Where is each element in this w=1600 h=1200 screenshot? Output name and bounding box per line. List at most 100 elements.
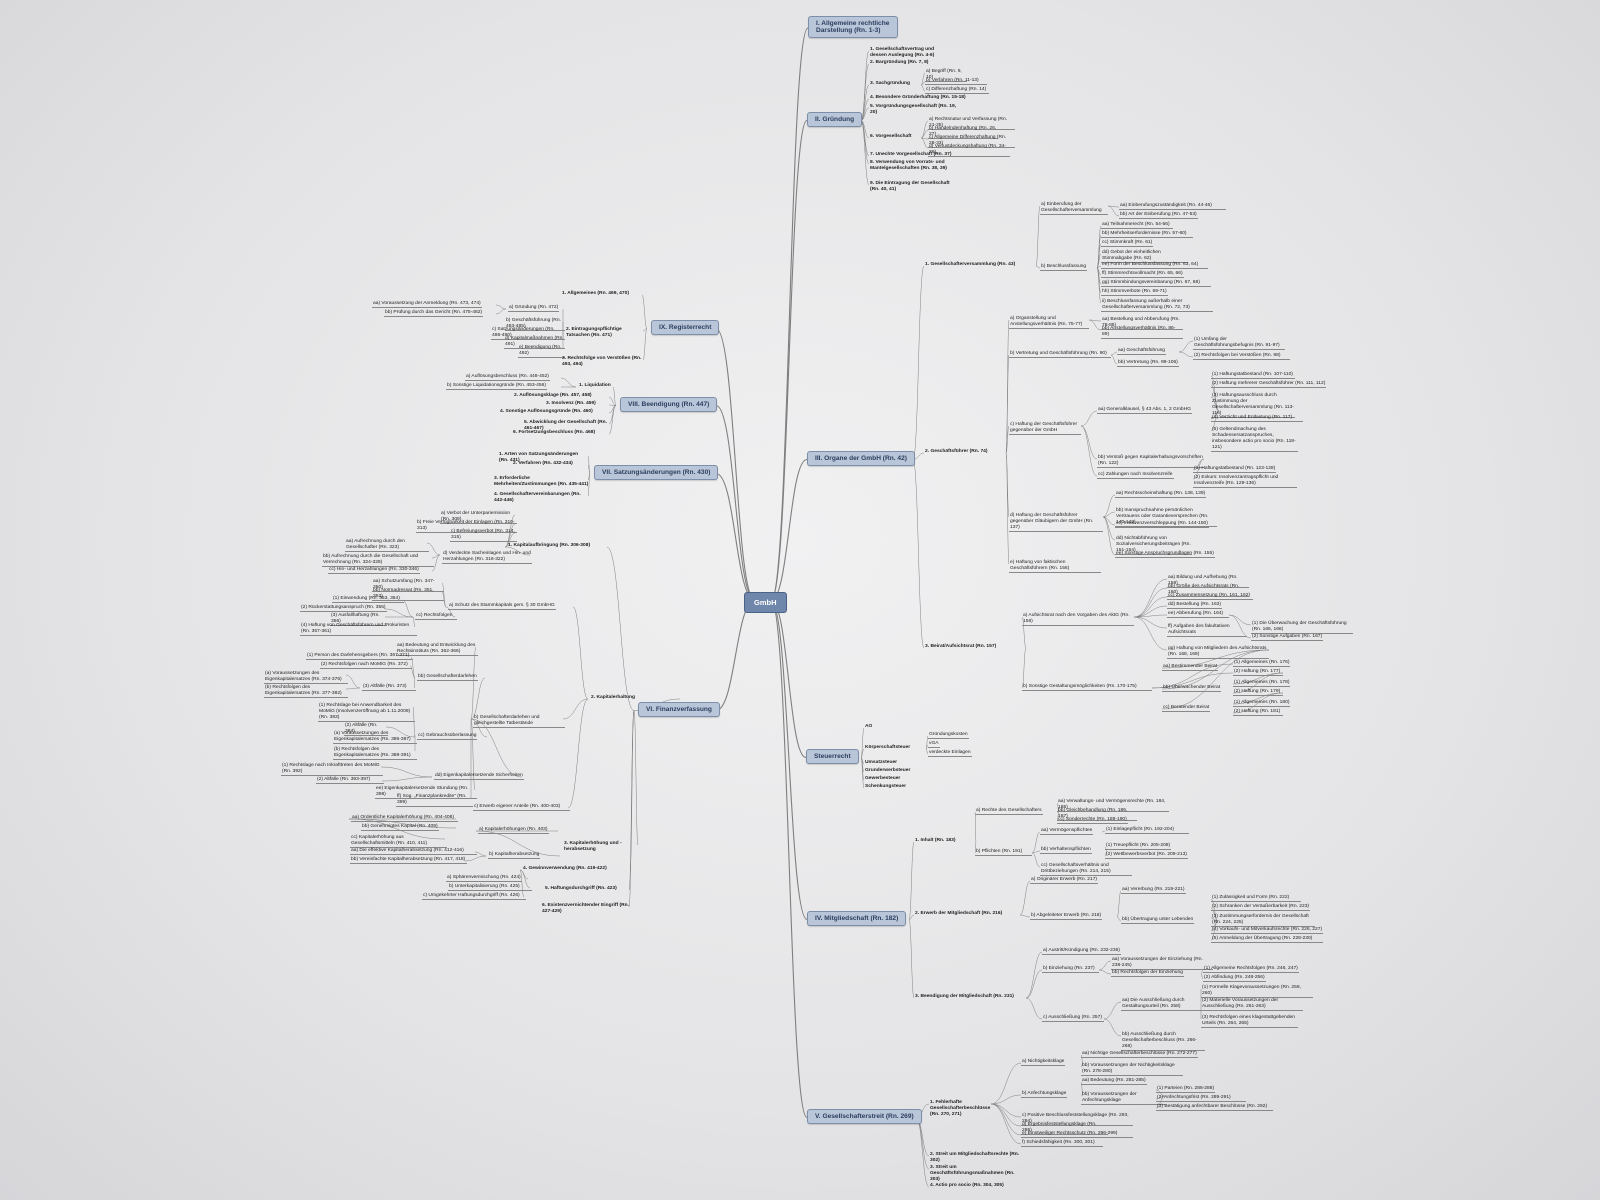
node-ee-eigenkapitalersetzende-stundung-rn-39[interactable]: ee) Eigenkapitalersetzende Stundung (Rn.… xyxy=(375,786,477,799)
node-aa-voraussetzung-der-anmeldung-rn-473-47[interactable]: aa) Voraussetzung der Anmeldung (Rn. 473… xyxy=(372,301,482,308)
node-b-pflichten-rn-191[interactable]: b) Pflichten (Rn. 191) xyxy=(975,849,1032,856)
node-gg-stimmbindungsvereinbarung-rn-67-68[interactable]: gg) Stimmbindungsvereinbarung (Rn. 67, 6… xyxy=(1101,280,1211,287)
node-1-gesellschafterversammlung-rn-43[interactable]: 1. Gesellschafterversammlung (Rn. 43) xyxy=(925,262,1016,267)
node-bb-inanspruchnahme-persönlichen-vertraue[interactable]: bb) Inanspruchnahme persönlichen Vertrau… xyxy=(1115,508,1217,527)
node-umsatzsteuer[interactable]: Umsatzsteuer xyxy=(865,760,898,765)
node-a-begriff-rn-9-10[interactable]: a) Begriff (Rn. 9, 10) xyxy=(925,69,967,82)
node-c-allgemeine-differenzhaftung-rn-28-33[interactable]: c) Allgemeine Differenzhaftung (Rn. 28-3… xyxy=(928,135,1015,148)
node-b-verfahren-rn-11-13[interactable]: b) Verfahren (Rn. 11-13) xyxy=(925,78,987,85)
node-2-rechtsfolgen-nach-momig-rn-372[interactable]: (2) Rechtsfolgen nach MoMiG (Rn. 372) xyxy=(320,662,412,669)
node-ff-aufgaben-des-fakultativen-aufsichtsra[interactable]: ff) Aufgaben des fakultativen Aufsichtsr… xyxy=(1167,624,1247,637)
node-b-sonstige-liquidationsgründe-rn-453-456[interactable]: b) Sonstige Liquidationsgründe (Rn. 453-… xyxy=(446,383,547,390)
node-ee-abberufung-rn-164[interactable]: ee) Abberufung (Rn. 164) xyxy=(1167,611,1229,618)
node-bb-normadressat-rn-351-352[interactable]: bb) Normadressat (Rn. 351, 352) xyxy=(372,588,444,601)
node-aa-bildung-und-aufhebung-rn-159[interactable]: aa) Bildung und Aufhebung (Rn. 159) xyxy=(1167,575,1249,588)
node-2-auflösungsklage-rn-457-458[interactable]: 2. Auflösungsklage (Rn. 457, 458) xyxy=(514,393,592,398)
node-aa-generalklausel-43-abs-1-2-gmbhg[interactable]: aa) Generalklausel, § 43 Abs. 1, 2 GmbHG xyxy=(1097,407,1192,414)
node-aa-nichtige-gesellschafterbeschlüsse-rn-[interactable]: aa) Nichtige Gesellschafterbeschlüsse (R… xyxy=(1081,1051,1198,1058)
node-bb-ausschließung-durch-gesellschafterbes[interactable]: bb) Ausschließung durch Gesellschafterbe… xyxy=(1121,1032,1205,1051)
node-7-unechte-vorgesellschaft-rn-37[interactable]: 7. Unechte Vorgesellschaft (Rn. 37) xyxy=(870,152,952,157)
node-1-person-des-darlehensgebers-rn-367-371[interactable]: (1) Person des Darlehensgebers (Rn. 367-… xyxy=(306,653,413,660)
node-cc-sonderrechte-rn-188-190[interactable]: cc) Sonderrechte (Rn. 188-190) xyxy=(1057,817,1128,824)
node-a-aufsichtsrat-nach-den-vorgaben-des-akt[interactable]: a) Aufsichtsrat nach den Vorgaben des Ak… xyxy=(1022,613,1134,626)
node-1-allgemeines-rn-180[interactable]: (1) Allgemeines (Rn. 180) xyxy=(1233,700,1291,707)
node-6-fortsetzungsbeschluss-rn-468[interactable]: 6. Fortsetzungsbeschluss (Rn. 468) xyxy=(513,430,596,435)
node-b-geschäftsführung-rn-483-485[interactable]: b) Geschäftsführung (Rn. 483-485) xyxy=(505,318,565,331)
node-f-schiedsfähigkeit-rn-300-301[interactable]: f) Schiedsfähigkeit (Rn. 300, 301) xyxy=(1021,1140,1103,1147)
node-1-allgemeines-rn-178[interactable]: (1) Allgemeines (Rn. 178) xyxy=(1233,680,1291,687)
node-bb-größe-des-aufsichtsrats-rn-160[interactable]: bb) Größe des Aufsichtsrats (Rn. 160) xyxy=(1167,584,1249,597)
node-b-freie-verfügbarkeit-der-einlagen-rn-31[interactable]: b) Freie Verfügbarkeit der Einlagen (Rn.… xyxy=(416,520,517,533)
node-3-sachgründung[interactable]: 3. Sachgründung xyxy=(870,81,910,86)
node-aa-aufrechnung-durch-den-gesellschafter-[interactable]: aa) Aufrechnung durch den Gesellschafter… xyxy=(345,539,429,552)
node-grunderwerbsteuer[interactable]: Grunderwerbsteuer xyxy=(865,768,911,773)
node-2-materielle-voraussetzungen-der-ausschl[interactable]: (2) Materielle Voraussetzungen der Aussc… xyxy=(1201,998,1303,1011)
node-1-haftungstatbestand-rn-107-110[interactable]: (1) Haftungstatbestand (Rn. 107-110) xyxy=(1211,372,1295,379)
node-2-eintragungspflichtige-tatsachen-rn-471[interactable]: 2. Eintragungspflichtige Tatsachen (Rn. … xyxy=(566,327,622,338)
node-3-kapitalerhöhung-und-herabsetzung[interactable]: 3. Kapitalerhöhung und -herabsetzung xyxy=(564,841,622,852)
node-cc-kapitalerhöhung-aus-gesellschaftsmitt[interactable]: cc) Kapitalerhöhung aus Gesellschaftsmit… xyxy=(350,835,447,848)
node-e-beendigung-rn-492[interactable]: e) Beendigung (Rn. 492) xyxy=(518,345,565,358)
node-1-inhalt-rn-183[interactable]: 1. Inhalt (Rn. 183) xyxy=(915,838,956,843)
node-bb-übertragung-unter-lebenden[interactable]: bb) Übertragung unter Lebenden xyxy=(1121,917,1195,924)
node-5-anmeldung-der-übertragung-rn-228-230[interactable]: (5) Anmeldung der Übertragung (Rn. 228-2… xyxy=(1211,936,1323,943)
node-a-sphärenvermischung-rn-424[interactable]: a) Sphärenvermischung (Rn. 424) xyxy=(446,875,522,882)
node-3-zustimmungserfordernis-der-gesellschaf[interactable]: (3) Zustimmungserfordernis der Gesellsch… xyxy=(1211,914,1315,927)
node-2-geschäftsführer-rn-74[interactable]: 2. Geschäftsführer (Rn. 74) xyxy=(925,449,988,454)
node-schenkungsteuer[interactable]: Schenkungsteuer xyxy=(865,784,907,789)
node-dd-nichtabführung-von-sozialversicherung[interactable]: dd) Nichtabführung von Sozialversicherun… xyxy=(1115,536,1192,555)
node-bb-voraussetzungen-der-anfechtungsklage[interactable]: bb) Voraussetzungen der Anfechtungsklage xyxy=(1081,1092,1165,1105)
node-3-rechtsfolgen-eines-klagestattgebenden-[interactable]: (3) Rechtsfolgen eines klagestattgebende… xyxy=(1201,1015,1298,1028)
node-bb-mehrheitserfordernisse-rn-57-60[interactable]: bb) Mehrheitserfordernisse (Rn. 57-60) xyxy=(1101,231,1193,238)
node-2-bargründung-rn-7-8[interactable]: 2. Bargründung (Rn. 7, 8) xyxy=(870,60,929,65)
node-a-organstellung-und-anstellungsverhältni[interactable]: a) Organstellung und Anstellungsverhältn… xyxy=(1009,316,1089,329)
node-4-actio-pro-socio-rn-304-305[interactable]: 4. Actio pro socio (Rn. 304, 305) xyxy=(930,1183,1004,1188)
node-cc-zusammensetzung-rn-161-162[interactable]: cc) Zusammensetzung (Rn. 161, 162) xyxy=(1167,593,1253,600)
node-b-kapitalherabsetzung[interactable]: b) Kapitalherabsetzung xyxy=(488,852,541,859)
branch-b7[interactable]: VII. Satzungsänderungen (Rn. 430) xyxy=(594,465,719,480)
node-dd-gebot-der-einheitlichen-stimmabgabe-r[interactable]: dd) Gebot der einheitlichen Stimmabgabe … xyxy=(1101,250,1188,263)
node-2-haftung-rn-177[interactable]: (2) Haftung (Rn. 177) xyxy=(1233,669,1283,676)
node-bb-vertretung-rn-99-106[interactable]: bb) Vertretung (Rn. 99-106) xyxy=(1117,360,1179,367)
node-3-insolvenz-rn-459[interactable]: 3. Insolvenz (Rn. 459) xyxy=(546,401,596,406)
node-2-anfechtungsfrist-rn-289-291[interactable]: (2) Anfechtungsfrist (Rn. 289-291) xyxy=(1156,1095,1246,1102)
node-2-verfahren-rn-432-434[interactable]: 2. Verfahren (Rn. 432-434) xyxy=(513,461,573,466)
node-ee-form-der-beschlussfassung-rn-63-64[interactable]: ee) Form der Beschlussfassung (Rn. 63, 6… xyxy=(1101,262,1208,269)
node-3-bestätigung-anfechtbarer-beschlüsse-rn[interactable]: (3) Bestätigung anfechtbarer Beschlüsse … xyxy=(1156,1104,1273,1111)
node-cc-beratender-beirat[interactable]: cc) Beratender Beirat xyxy=(1162,705,1211,712)
node-c-erwerb-eigener-anteile-rn-400-403[interactable]: c) Erwerb eigener Anteile (Rn. 400-403) xyxy=(473,804,570,811)
node-ff-sog-finanzplankredite-rn-399[interactable]: ff) Sog. „Finanzplankredite“ (Rn. 399) xyxy=(396,794,473,807)
node-d-ergebnisfeststellungsklage-rn-295[interactable]: d) Ergebnisfeststellungsklage (Rn. 295) xyxy=(1021,1122,1108,1135)
node-bb-verstoß-gegen-kapitalerhaltungsvorsch[interactable]: bb) Verstoß gegen Kapitalerhaltungsvorsc… xyxy=(1097,455,1204,468)
node-2-rückerstattungsanspruch-rn-355[interactable]: (2) Rückerstattungsanspruch (Rn. 355) xyxy=(300,605,387,612)
node-3-altfälle-rn-373[interactable]: (3) Altfälle (Rn. 373) xyxy=(362,684,416,691)
node-2-streit-um-mitgliedschaftsrechte-rn-302[interactable]: 2. Streit um Mitgliedschaftsrechte (Rn. … xyxy=(930,1152,1020,1163)
node-aa-vererbung-rn-219-221[interactable]: aa) Vererbung (Rn. 219-221) xyxy=(1121,887,1186,894)
node-b-sonstige-gestaltungsmöglichkeiten-rn-1[interactable]: b) Sonstige Gestaltungsmöglichkeiten (Rn… xyxy=(1022,684,1152,691)
node-2-exkurs-insolvenzantragspflicht-und-ins[interactable]: (2) Exkurs: Insolvenzantragspflicht und … xyxy=(1193,475,1297,488)
branch-b1[interactable]: I. Allgemeine rechtliche Darstellung (Rn… xyxy=(808,16,898,38)
node-1-rechtslage-bei-anwendbarkeit-des-momig[interactable]: (1) Rechtslage bei Anwendbarkeit des MoM… xyxy=(318,703,415,722)
node-a-rechte-des-gesellschafters[interactable]: a) Rechte des Gesellschafters xyxy=(975,808,1043,815)
node-bb-prüfung-durch-das-gericht-rn-475-482[interactable]: bb) Prüfung durch das Gericht (Rn. 475-4… xyxy=(384,310,484,317)
node-körperschaftsteuer[interactable]: Körperschaftsteuer xyxy=(865,745,911,750)
node-3-rechtsfolge-von-verstößen-rn-493-494[interactable]: 3. Rechtsfolge von Verstößen (Rn. 493, 4… xyxy=(562,356,642,367)
node-d-verdeckte-sacheinlagen-und-hin-und-her[interactable]: d) Verdeckte Sacheinlagen und Hin- und H… xyxy=(442,551,532,564)
node-aa-ordentliche-kapitalerhöhung-rn-404-40[interactable]: aa) Ordentliche Kapitalerhöhung (Rn. 404… xyxy=(351,815,458,822)
node-ao[interactable]: AO xyxy=(865,724,873,729)
node-6-existenzvernichtender-eingriff-rn-427-[interactable]: 6. Existenzvernichtender Eingriff (Rn. 4… xyxy=(542,903,629,914)
node-cc-rechtsfolgen[interactable]: cc) Rechtsfolgen xyxy=(415,613,457,620)
node-c-haftung-der-geschäftsführer-gegenüber-[interactable]: c) Haftung der Geschäftsführer gegenüber… xyxy=(1009,422,1081,435)
node-b-unterkapitalisierung-rn-425[interactable]: b) Unterkapitalisierung (Rn. 425) xyxy=(448,884,532,891)
node-4-gesellschaftervereinbarungen-rn-442-44[interactable]: 4. Gesellschaftervereinbarungen (Rn. 442… xyxy=(494,492,581,503)
node-a-rechtsnatur-und-verfassung-rn-21-25[interactable]: a) Rechtsnatur und Verfassung (Rn. 21-25… xyxy=(928,117,1015,130)
node-3-beendigung-der-mitgliedschaft-rn-231[interactable]: 3. Beendigung der Mitgliedschaft (Rn. 23… xyxy=(915,994,1014,999)
branch-b4[interactable]: IV. Mitgliedschaft (Rn. 182) xyxy=(807,911,907,926)
node-aa-die-ausschließung-durch-gestaltungsur[interactable]: aa) Die Ausschließung durch Gestaltungsu… xyxy=(1121,998,1201,1011)
node-aa-bestellung-und-abberufung-rn-78-85[interactable]: aa) Bestellung und Abberufung (Rn. 78-85… xyxy=(1101,317,1183,330)
node-bb-anstellungsverhältnis-rn-86-89[interactable]: bb) Anstellungsverhältnis (Rn. 86-89) xyxy=(1101,326,1183,339)
node-a-kapitalerhöhungen-rn-403[interactable]: a) Kapitalerhöhungen (Rn. 403) xyxy=(478,827,549,834)
node-c-satzungsänderungen-rn-486-490[interactable]: c) Satzungsänderungen (Rn. 486-490) xyxy=(491,327,565,340)
node-aa-die-effektive-kapitalherabsetzung-rn-[interactable]: aa) Die effektive Kapitalherabsetzung (R… xyxy=(350,848,477,855)
node-1-formelle-klagevoraussetzungen-rn-259-2[interactable]: (1) Formelle Klagevoraussetzungen (Rn. 2… xyxy=(1201,985,1313,998)
